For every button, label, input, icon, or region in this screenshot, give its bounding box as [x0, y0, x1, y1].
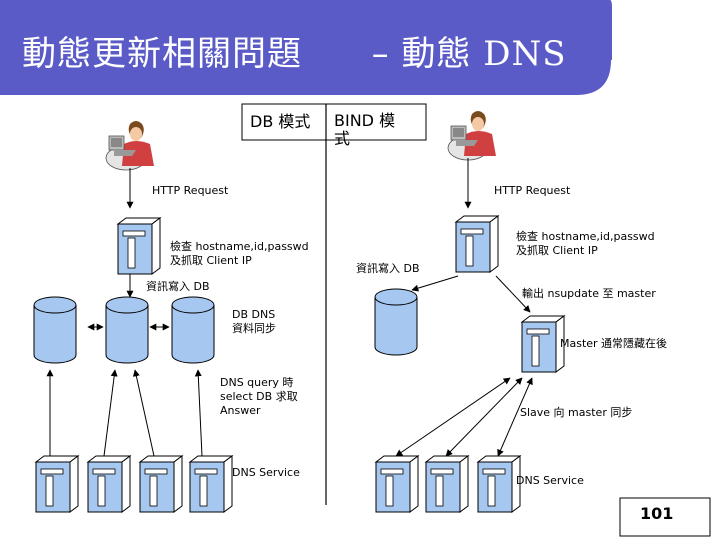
left-db-3-icon — [171, 296, 215, 364]
right-dns-server-1-icon — [375, 455, 419, 513]
left-dns-service-label: DNS Service — [232, 466, 300, 479]
right-sync-arrow-1 — [395, 377, 511, 457]
right-dns-server-3-icon — [477, 455, 521, 513]
right-slave-sync-label: Slave 向 master 同步 — [520, 406, 633, 419]
left-dns-server-1-icon — [35, 455, 79, 513]
bind-mode-label: BIND 模式 — [334, 111, 396, 148]
left-query-arrow-4 — [194, 369, 203, 457]
right-client-icon — [447, 110, 497, 161]
right-sync-arrow-2 — [445, 377, 523, 457]
right-web-server-icon — [455, 215, 499, 273]
title-word: 動態 — [401, 34, 472, 74]
right-sync-arrow-3 — [497, 377, 533, 457]
right-write-db-label: 資訊寫入 DB — [356, 262, 420, 275]
page-number: 101 — [640, 504, 674, 523]
left-db-2-icon — [105, 296, 149, 364]
left-write-db-label: 資訊寫入 DB — [146, 280, 210, 293]
left-dns-server-2-icon — [87, 455, 131, 513]
left-db-1-icon — [33, 296, 77, 364]
left-check-label: 檢查 hostname,id,passwd 及抓取 Client IP — [170, 240, 309, 267]
right-dns-server-2-icon — [425, 455, 469, 513]
page-number-box — [619, 497, 711, 537]
right-nsupdate-label: 輸出 nsupdate 至 master — [522, 287, 656, 300]
left-dns-server-3-icon — [139, 455, 183, 513]
right-master-server-icon — [521, 315, 565, 373]
title-main: 動態更新相關問題 — [22, 34, 302, 74]
right-master-hidden-label: Master 通常隱藏在後 — [560, 337, 668, 350]
left-query-label: DNS query 時 select DB 求取 Answer — [220, 376, 298, 417]
left-query-arrow-3 — [132, 369, 155, 457]
mode-box — [241, 103, 427, 141]
left-query-arrow-2 — [103, 369, 118, 457]
right-http-request-label: HTTP Request — [494, 184, 571, 197]
right-arrow-nsupdate — [495, 275, 531, 313]
left-http-request-label: HTTP Request — [152, 184, 229, 197]
title-dash: – — [371, 34, 390, 74]
right-dns-service-label: DNS Service — [516, 474, 584, 487]
slide-title: 動態更新相關問題 – 動態 DNS — [22, 26, 567, 75]
right-check-label: 檢查 hostname,id,passwd 及抓取 Client IP — [516, 230, 655, 257]
left-web-server-icon — [117, 217, 161, 275]
title-dns: DNS — [483, 34, 567, 74]
header-band — [0, 0, 613, 97]
right-arrow-write-db — [411, 275, 459, 292]
left-dns-server-4-icon — [189, 455, 233, 513]
left-db-sync-label: DB DNS 資料同步 — [232, 308, 276, 335]
left-client-icon — [105, 120, 155, 171]
db-mode-label: DB 模式 — [250, 112, 311, 131]
right-db-icon — [374, 288, 418, 356]
